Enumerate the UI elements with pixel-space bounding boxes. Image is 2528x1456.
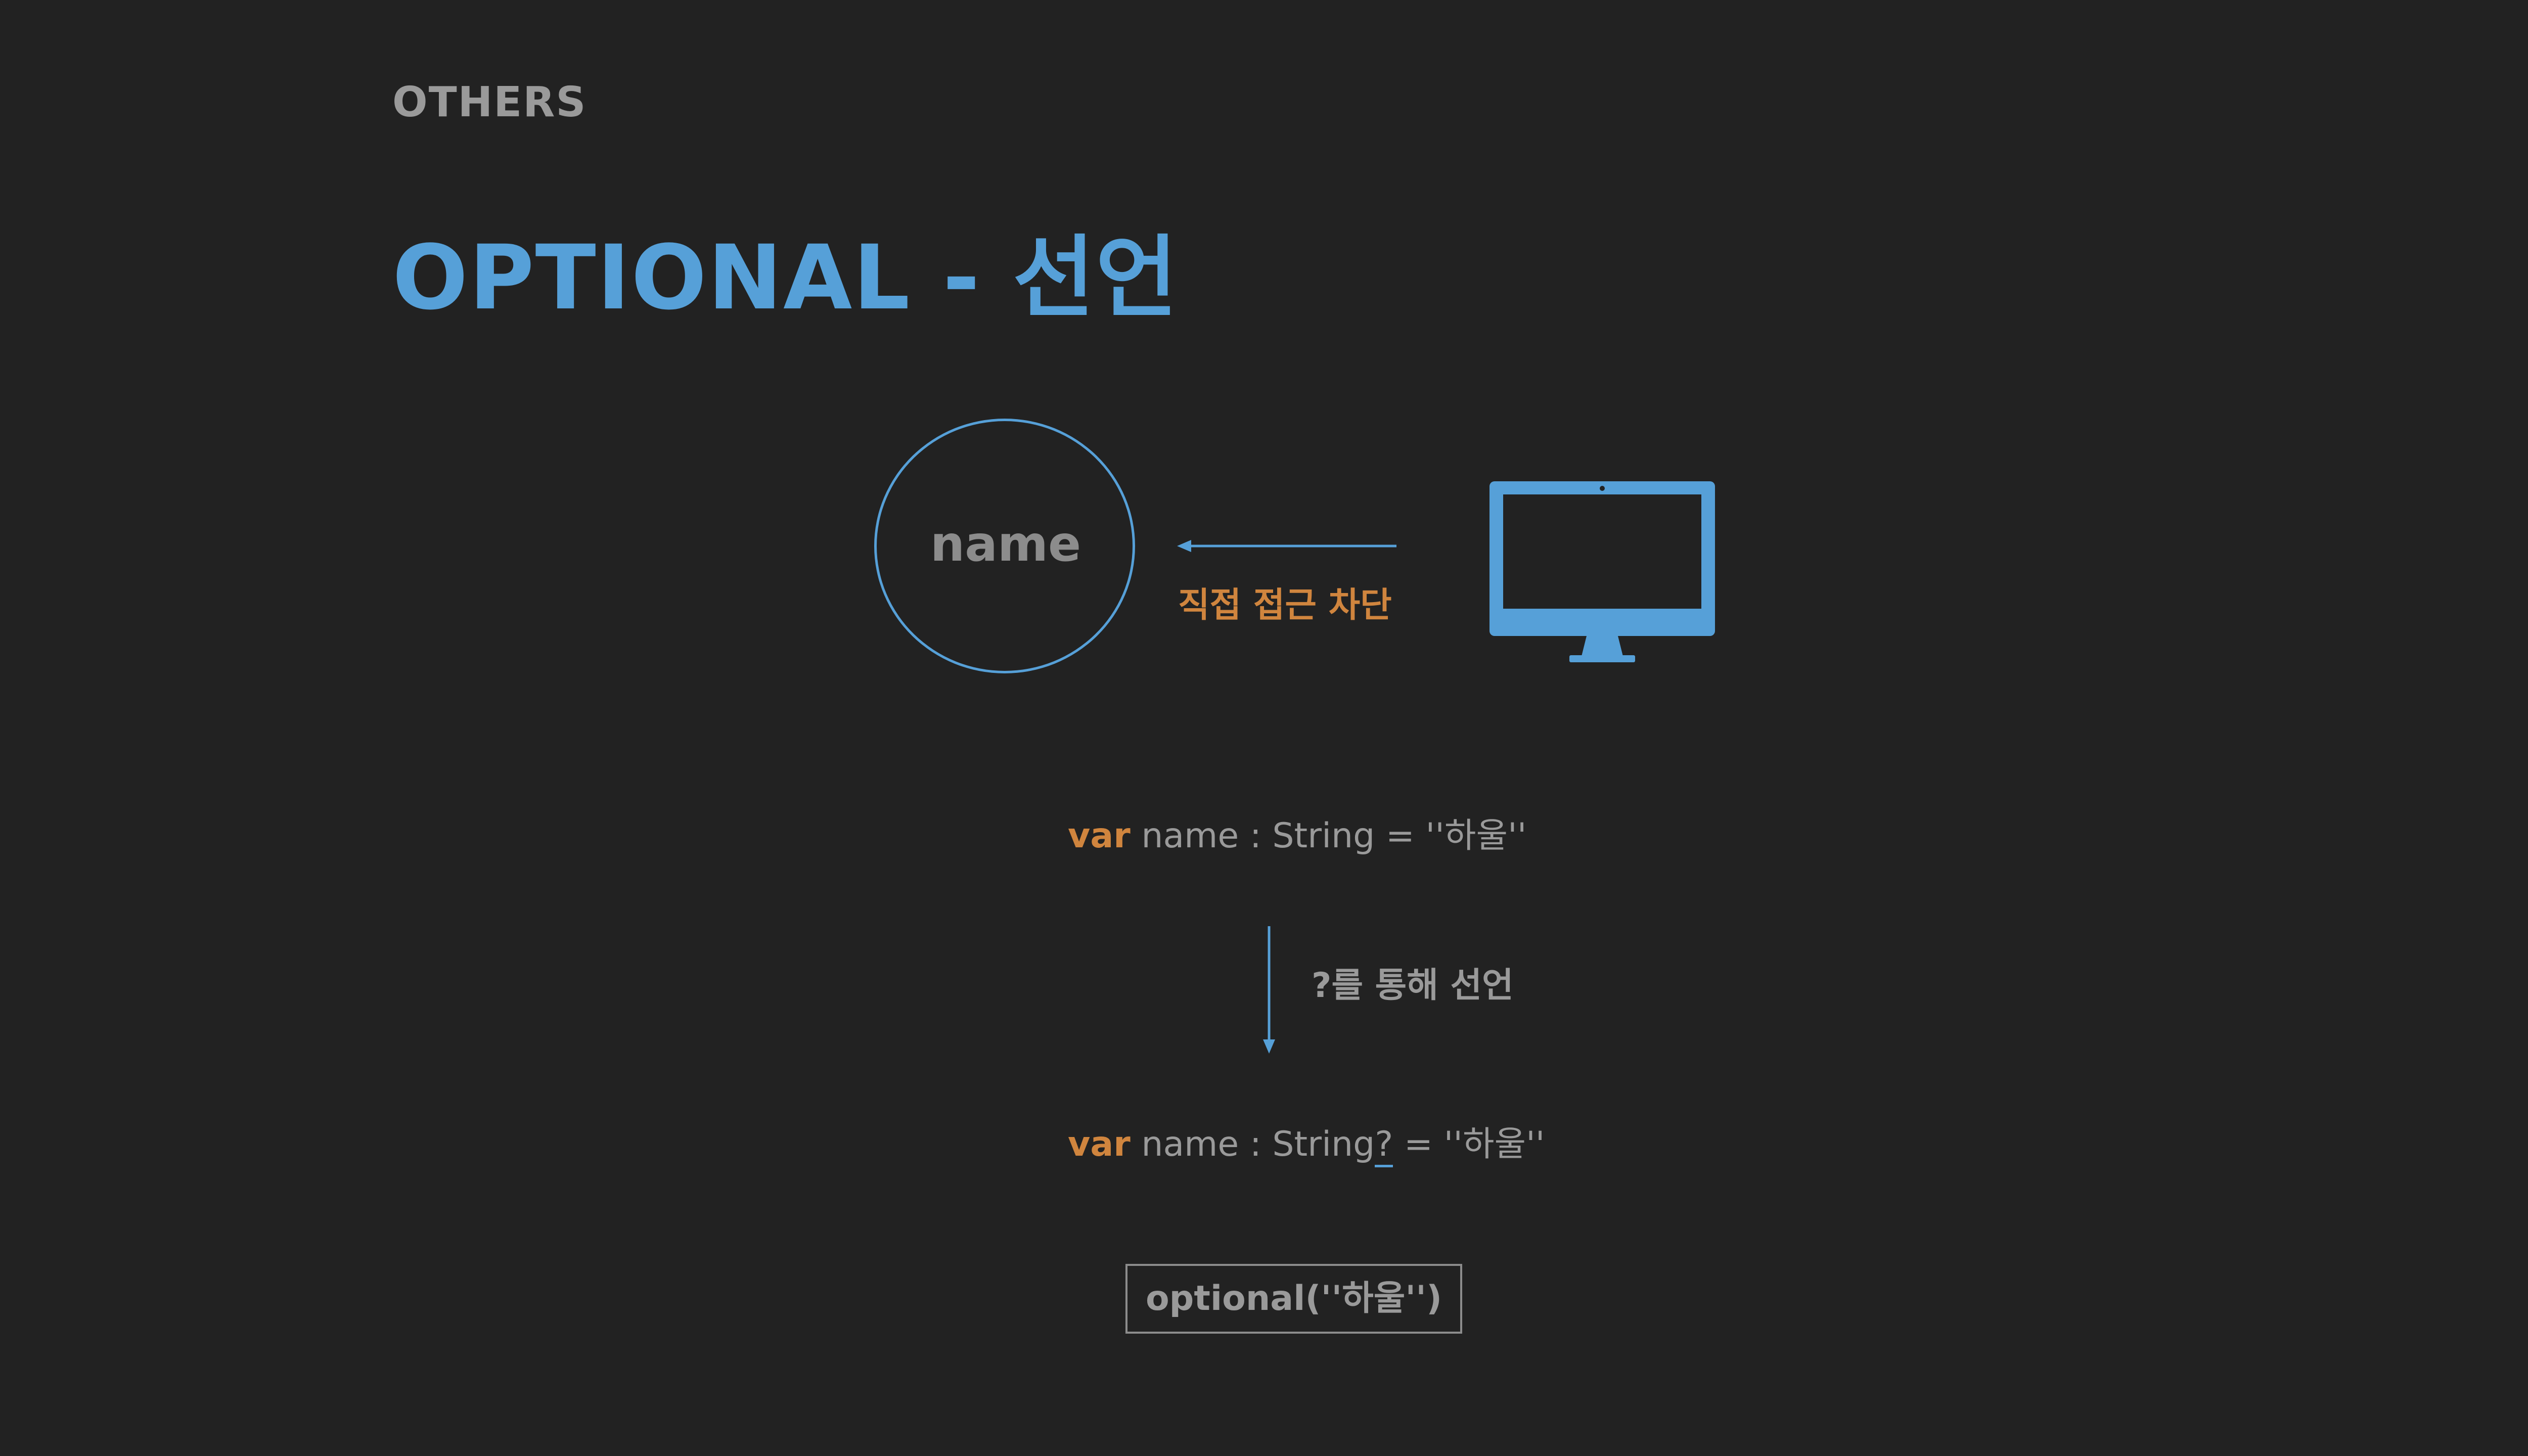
access-arrow — [1177, 540, 1396, 552]
var-keyword: var — [1068, 816, 1131, 856]
blocked-access-label: 직접 접근 차단 — [1178, 585, 1392, 625]
declare-arrow — [1263, 926, 1275, 1054]
declare-label: ?를 통해 선언 — [1312, 966, 1514, 1006]
code-line-plain: var name : String = ''하울'' — [1068, 819, 1526, 853]
var-keyword: var — [1068, 1124, 1131, 1164]
code-assignment: = ''하울'' — [1393, 1124, 1545, 1164]
optional-mark: ? — [1375, 1127, 1393, 1167]
variable-label: name — [930, 516, 1081, 572]
code-declaration: name : String = ''하울'' — [1130, 816, 1527, 856]
code-declaration: name : String — [1130, 1124, 1375, 1164]
variable-circle — [874, 419, 1135, 673]
section-label: OTHERS — [392, 78, 587, 126]
result-box: optional(''하울'') — [1125, 1264, 1462, 1334]
code-line-optional: var name : String? = ''하울'' — [1068, 1127, 1545, 1167]
slide-title: OPTIONAL - 선언 — [392, 226, 1179, 330]
monitor-icon — [1489, 481, 1715, 662]
result-value: optional(''하울'') — [1145, 1279, 1442, 1318]
